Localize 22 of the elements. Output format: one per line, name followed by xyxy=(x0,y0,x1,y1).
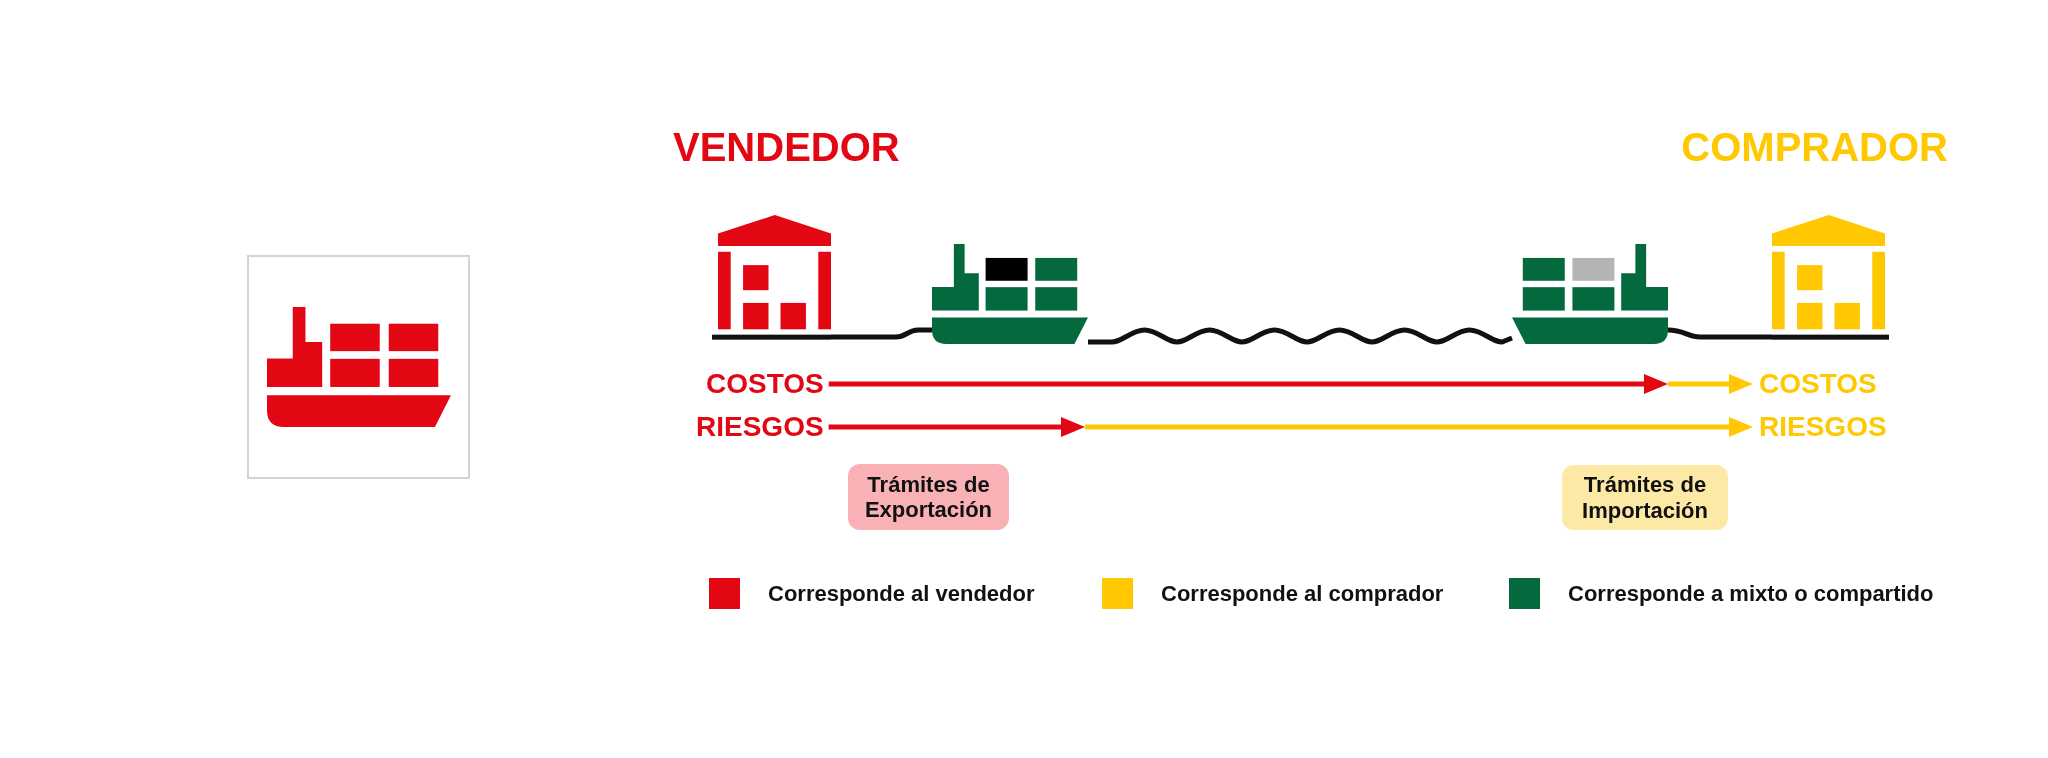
warehouse-icon xyxy=(712,215,831,340)
party-heading: VENDEDOR xyxy=(673,127,900,167)
legend-text: Corresponde al comprador xyxy=(1161,583,1444,605)
arrow xyxy=(1668,374,1753,394)
arrow xyxy=(828,417,1085,437)
cargo-ship-icon xyxy=(1512,244,1668,344)
legend-text: Corresponde a mixto o compartido xyxy=(1568,583,1934,605)
costs-label: COSTOS xyxy=(706,370,824,398)
arrow xyxy=(828,374,1668,394)
ground-line xyxy=(831,327,932,340)
risks-label: RIESGOS xyxy=(1759,413,1887,441)
costs-label: COSTOS xyxy=(1759,370,1877,398)
arrow xyxy=(1085,417,1753,437)
cargo-ship-icon xyxy=(932,244,1088,344)
ground-line xyxy=(1667,327,1772,340)
export-procedures-tag: Trámites de Exportación xyxy=(848,464,1009,530)
warehouse-icon xyxy=(1772,215,1889,340)
party-heading: COMPRADOR xyxy=(1681,127,1948,167)
sea-wave-line xyxy=(1088,327,1513,345)
import-procedures-tag: Trámites de Importación xyxy=(1562,465,1728,530)
risks-label: RIESGOS xyxy=(696,413,824,441)
legend-text: Corresponde al vendedor xyxy=(768,583,1035,605)
